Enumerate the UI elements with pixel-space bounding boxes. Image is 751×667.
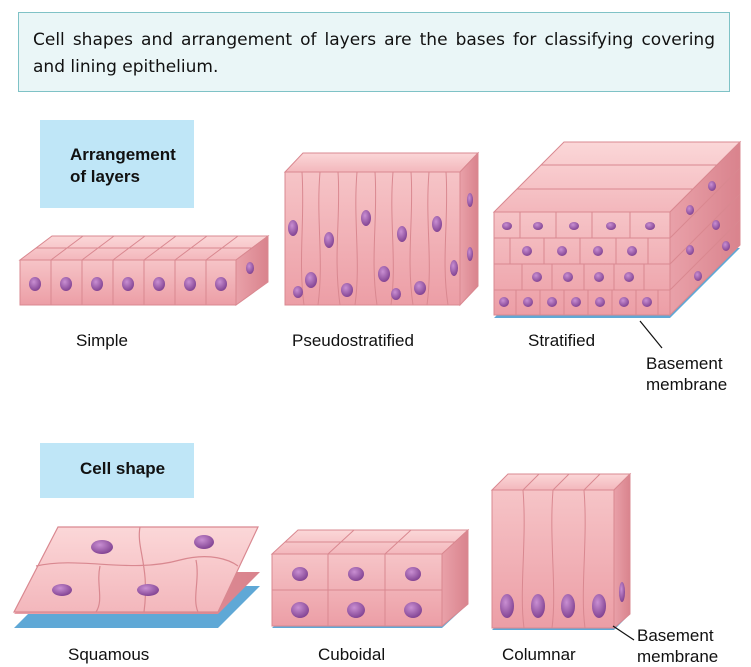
basement-membrane-label-top-line2: membrane xyxy=(646,374,727,395)
simple-label: Simple xyxy=(76,330,128,351)
pseudostratified-label: Pseudostratified xyxy=(292,330,414,351)
columnar-epithelium-diagram xyxy=(492,474,634,640)
squamous-label: Squamous xyxy=(68,644,149,665)
basement-membrane-label-top: Basement membrane xyxy=(646,353,727,395)
basement-membrane-label-bottom-line2: membrane xyxy=(637,646,718,667)
cuboidal-label: Cuboidal xyxy=(318,644,385,665)
pseudostratified-epithelium-diagram xyxy=(285,153,478,305)
basement-pointer-line-2 xyxy=(613,626,634,640)
basement-pointer-line xyxy=(640,321,662,348)
stratified-label: Stratified xyxy=(528,330,595,351)
squamous-epithelium-diagram xyxy=(14,527,260,628)
stratified-epithelium-diagram xyxy=(494,142,740,348)
cuboidal-epithelium-diagram xyxy=(272,530,468,628)
basement-membrane-label-bottom: Basement membrane xyxy=(637,625,718,667)
basement-membrane-label-top-line1: Basement xyxy=(646,353,727,374)
simple-epithelium-diagram xyxy=(20,236,268,305)
basement-membrane-label-bottom-line1: Basement xyxy=(637,625,718,646)
columnar-label: Columnar xyxy=(502,644,576,665)
